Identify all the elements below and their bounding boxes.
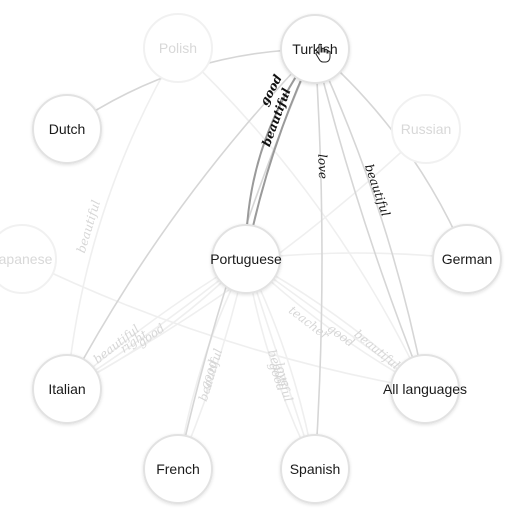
node-label: French [156, 461, 200, 477]
edge-label-love: love [315, 154, 330, 179]
edge-japanese-all-languages [21, 258, 426, 390]
hand-pointer-cursor-icon [315, 43, 331, 63]
edge-label-beautiful: beautiful [362, 162, 393, 218]
node-label: Portuguese [210, 251, 282, 267]
node-circle[interactable] [280, 434, 350, 504]
node-label: Spanish [290, 461, 341, 477]
node-circle[interactable] [0, 224, 57, 294]
edge-turkish-all-languages [314, 48, 426, 390]
node-circle[interactable] [32, 354, 102, 424]
node-circle[interactable] [390, 354, 460, 424]
node-label: Russian [401, 121, 452, 137]
node-circle[interactable] [211, 224, 281, 294]
edge-turkish-italian [66, 48, 316, 390]
edge-polish-all-languages [177, 47, 426, 390]
node-polish[interactable]: Polish [143, 13, 213, 83]
node-circle[interactable] [280, 14, 350, 84]
node-circle[interactable] [432, 224, 502, 294]
node-portuguese[interactable]: Portuguese [210, 224, 282, 294]
node-circle[interactable] [143, 434, 213, 504]
node-japanese[interactable]: Japanese [0, 224, 57, 294]
edge-polish-italian [66, 47, 179, 390]
node-russian[interactable]: Russian [391, 94, 461, 164]
node-french[interactable]: French [143, 434, 213, 504]
node-label: Polish [159, 40, 197, 56]
node-label: Dutch [49, 121, 86, 137]
node-circle[interactable] [143, 13, 213, 83]
node-label: German [442, 251, 493, 267]
node-label: Turkish [292, 41, 337, 57]
node-circle[interactable] [391, 94, 461, 164]
node-german[interactable]: German [432, 224, 502, 294]
node-label: Italian [48, 381, 85, 397]
node-all-languages[interactable]: All languages [383, 354, 467, 424]
edge-label-good: good [135, 321, 168, 350]
node-dutch[interactable]: Dutch [32, 94, 102, 164]
node-italian[interactable]: Italian [32, 354, 102, 424]
node-circle[interactable] [32, 94, 102, 164]
edge-turkish-all-languages [314, 48, 426, 390]
node-turkish[interactable]: Turkish [280, 14, 350, 84]
node-label: Japanese [0, 251, 53, 267]
edge-turkish-spanish [314, 48, 323, 470]
node-label: All languages [383, 381, 467, 397]
node-spanish[interactable]: Spanish [280, 434, 350, 504]
